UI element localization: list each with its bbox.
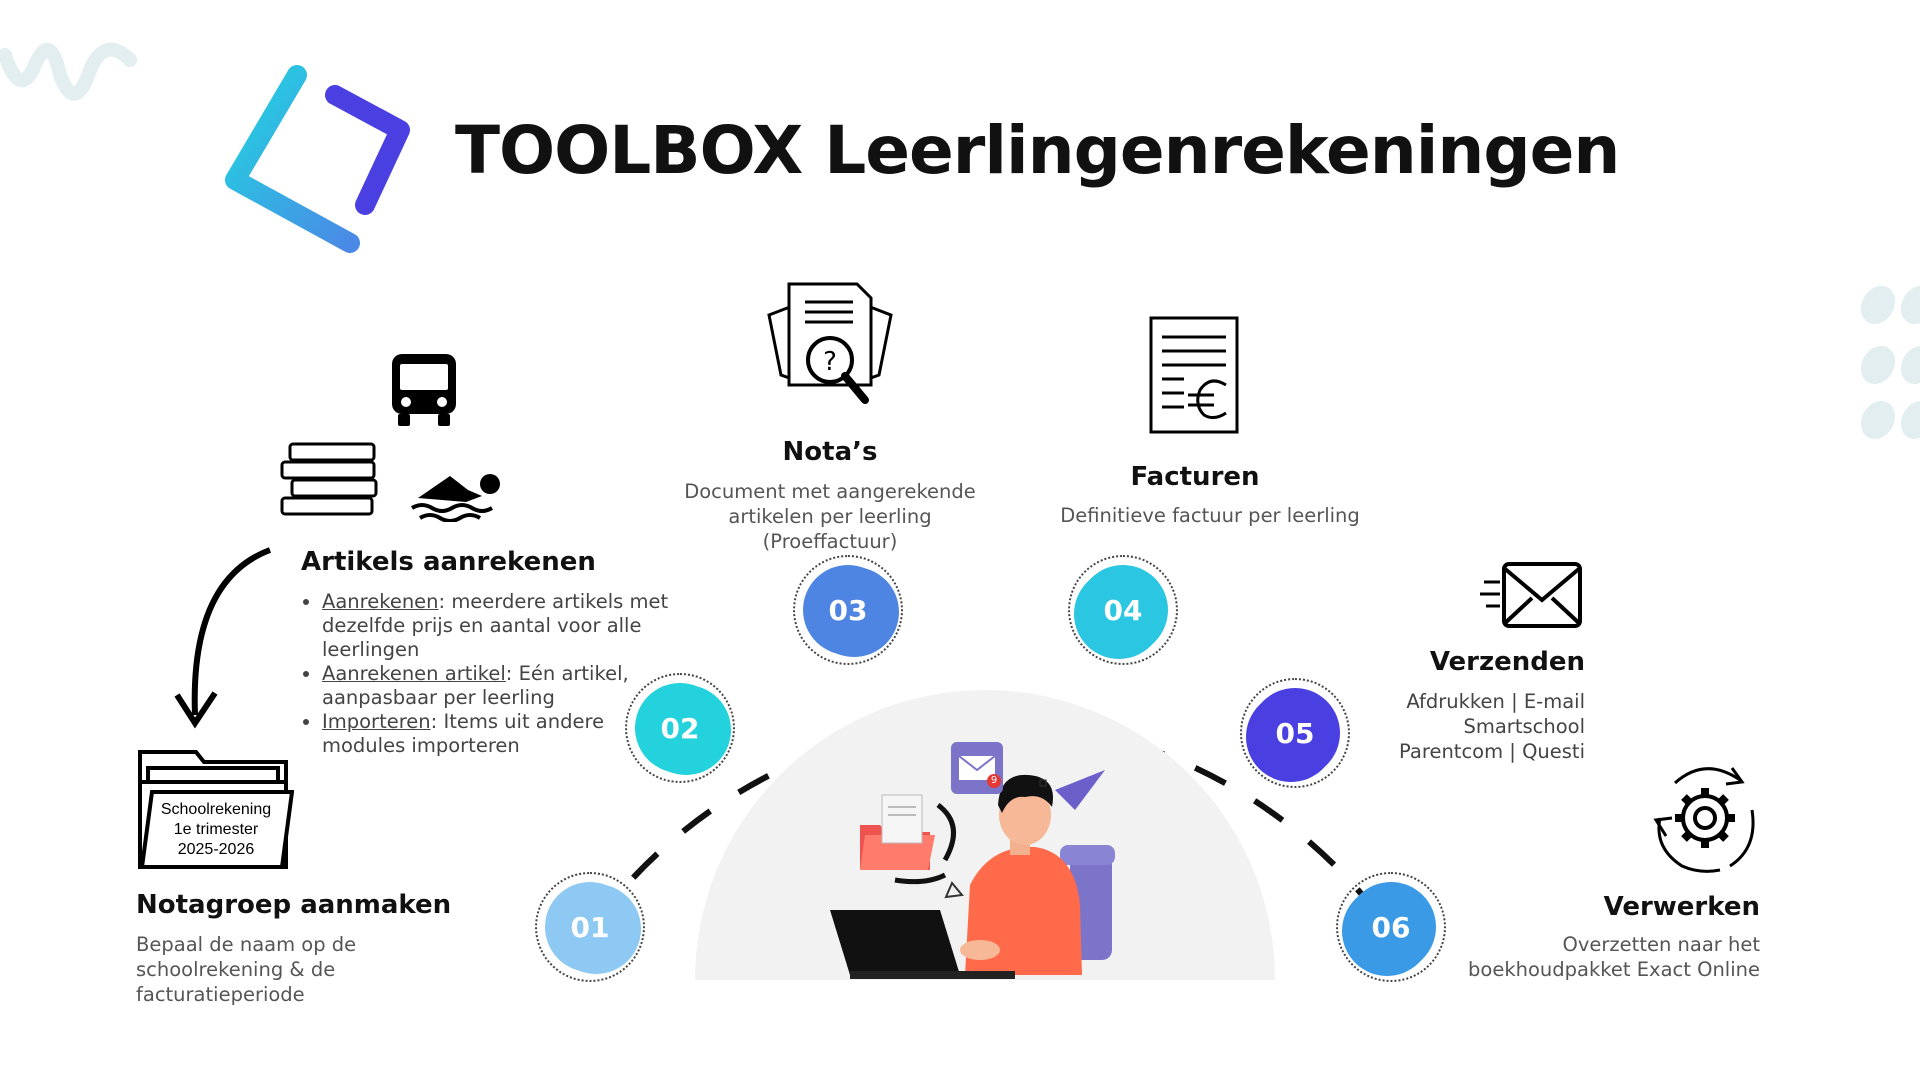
svg-text:?: ? [823,347,837,377]
bullet-text: : Items uit andere modules importeren [322,710,605,757]
bullet-item: Importeren: Items uit andere modules imp… [322,710,692,758]
folder-icon [138,750,294,869]
step-ring-01 [535,872,645,982]
step-bullets-02: Aanrekenen: meerdere artikels met dezelf… [300,590,692,758]
bus-icon [392,354,456,426]
step-description-03: Document met aangerekende artikelen per … [684,480,976,553]
bullet-term: Importeren [322,710,431,733]
euro-invoice-icon [1149,316,1239,434]
curved-arrow-icon [174,547,272,729]
swimmer-icon [410,474,500,522]
step-title-02: Artikels aanrekenen [301,547,596,577]
step-number-03: 03 [803,565,893,655]
folder-label-line3: 2025-2026 [177,841,255,858]
step-title-04: Facturen [1130,462,1260,492]
gear-cycle-icon [1653,767,1755,873]
step-ring-03 [793,555,903,665]
bullet-item: Aanrekenen artikel: Eén artikel, aanpasb… [322,662,692,710]
step-description-05: Afdrukken | E-mail Smartschool Parentcom… [1280,689,1585,764]
folder-label: Schoolrekening 1e trimester 2025-2026 [150,800,282,860]
step-number-05: 05 [1250,688,1340,778]
step-description-06-line: boekhoudpakket Exact Online [1468,958,1760,981]
document-search-icon: ? [767,282,893,404]
step-description-05-line: Parentcom | Questi [1399,740,1585,763]
step-description-06: Overzetten naar het boekhoudpakket Exact… [1420,932,1760,982]
envelope-icon [1480,562,1582,628]
step-number-01: 01 [545,882,635,972]
bullet-item: Aanrekenen: meerdere artikels met dezelf… [322,590,692,662]
step-number-06: 06 [1346,882,1436,972]
bullet-term: Aanrekenen [322,590,439,613]
page-title: TOOLBOX Leerlingenrekeningen [455,112,1620,189]
step-ring-04 [1068,555,1178,665]
step-title-05: Verzenden [1429,647,1585,677]
step-ring-05 [1240,678,1350,788]
mail-notification-icon: 9 [951,742,1003,794]
person-laptop-illustration [830,770,1115,979]
bullet-text: : meerdere artikels met dezelfde prijs e… [322,590,669,661]
step-ring-06 [1336,872,1446,982]
toolbox-logo [225,65,410,253]
step-title-03: Nota’s [782,437,878,467]
books-icon [280,442,378,516]
bullet-term: Aanrekenen artikel [322,662,506,685]
step-number-04: 04 [1078,565,1168,655]
step-title-06: Verwerken [1603,892,1760,922]
step-description-01: Bepaal de naam op de schoolrekening & de… [136,933,357,1006]
mail-badge-count: 9 [987,774,1001,788]
decorative-dots-icon [1860,285,1920,440]
step-description-04: Definitieve factuur per leerling [1060,504,1360,527]
step-number-02: 02 [635,683,725,773]
step-description-05-line: Afdrukken | E-mail [1406,690,1585,713]
step-description-05-line: Smartschool [1463,715,1585,738]
folder-label-line2: 1e trimester [173,821,259,838]
bullet-text: : Eén artikel, aanpasbaar per leerling [322,662,629,709]
folder-label-line1: Schoolrekening [160,801,272,818]
step-description-06-line: Overzetten naar het [1562,933,1760,956]
step-title-01: Notagroep aanmaken [136,890,452,920]
decorative-squiggle-icon [0,42,137,101]
step-ring-02 [625,673,735,783]
